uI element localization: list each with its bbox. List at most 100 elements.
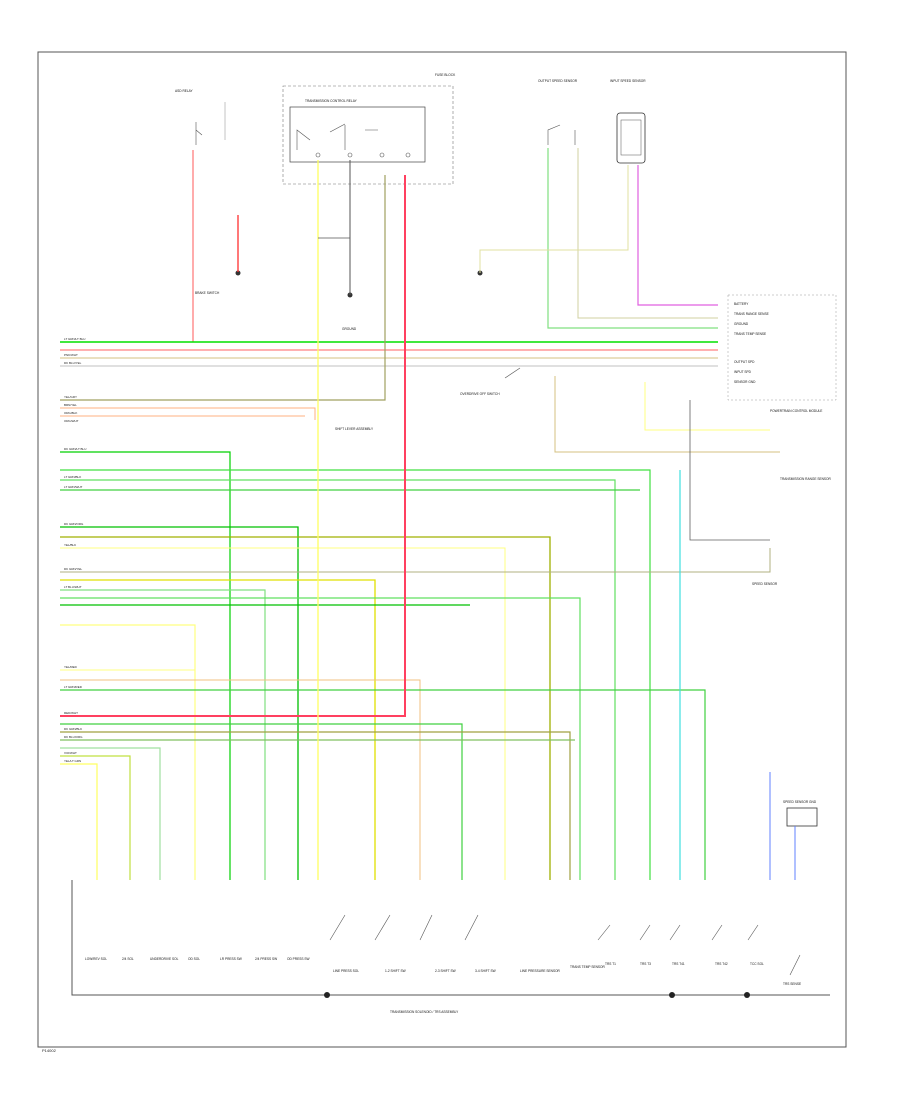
- right-panel-label: INPUT SPD: [734, 370, 752, 374]
- right-panel-labels: BATTERY TRANS RANGE SENSE GROUND TRANS T…: [734, 302, 769, 384]
- wire-label: YEL/RED: [64, 665, 78, 669]
- component-label: SPEED SENSOR GND: [783, 800, 817, 804]
- wire-dk-grn: [60, 451, 231, 880]
- overdrive-switch-label: OVERDRIVE OFF SWITCH: [460, 392, 500, 396]
- wire-lt-grn: [60, 469, 651, 880]
- wire-lt-grn: [60, 597, 581, 880]
- wire-lt-grn: [547, 148, 718, 329]
- fuse-block-outline: [282, 85, 454, 185]
- component-label: TRS T3: [640, 962, 651, 966]
- splice-icon: [324, 992, 330, 998]
- relay-terminal-icon: [405, 152, 411, 158]
- wire-yellow: [60, 763, 98, 880]
- pcm-label: POWERTRAIN CONTROL MODULE: [770, 409, 822, 413]
- right-panel-label: SENSOR GND: [734, 380, 756, 384]
- fuse-block-label: FUSE BLOCK: [435, 73, 456, 77]
- wire-label: LT GRN/WHT: [64, 485, 83, 489]
- wire-olive: [60, 175, 386, 401]
- component-label: LR PRESS SW: [220, 957, 242, 961]
- component-label: OD PRESS SW: [287, 957, 310, 961]
- speed-sensor-body-icon: [616, 112, 646, 164]
- wire-label: LT GRN/LT BLU: [64, 337, 85, 341]
- component-label: 2-3 SHIFT SW: [435, 969, 456, 973]
- wire-label: LT GRN/BLK: [64, 475, 81, 479]
- wire-violet: [637, 165, 718, 306]
- component-label: OD SOL: [188, 957, 200, 961]
- wire-yellow: [60, 579, 376, 880]
- component-label: 1-2 SHIFT SW: [385, 969, 406, 973]
- wire-tan: [60, 548, 771, 573]
- wire-label: DK GRN/LT BLU: [64, 447, 86, 451]
- wire-yellow: [60, 624, 196, 880]
- wire-tan: [577, 148, 718, 319]
- component-label: TRS T41: [672, 962, 685, 966]
- component-label: UNDERDRIVE SOL: [150, 957, 179, 961]
- speed-sensor-right-label: SPEED SENSOR: [752, 582, 778, 586]
- relay-terminal-icon: [347, 152, 353, 158]
- wire-label: RED/WHT: [64, 711, 78, 715]
- splice-icon: [669, 992, 675, 998]
- speed-sensor-connector-icon: [786, 807, 818, 827]
- pcm-connector-panel: [727, 294, 837, 401]
- asd-relay-label: ASD RELAY: [175, 89, 194, 93]
- wire-label: VIO/WHT: [64, 751, 77, 755]
- right-panel-label: TRANS TEMP SENSE: [734, 332, 766, 336]
- component-label: 3-4 SHIFT SW: [475, 969, 496, 973]
- wire-dk-grn: [60, 723, 463, 880]
- component-label: TRS T42: [715, 962, 728, 966]
- component-label: TRANS TEMP SENSOR: [570, 965, 605, 969]
- wire-tan: [60, 679, 421, 880]
- wire-label: BRN/YEL: [64, 403, 77, 407]
- wire-lt-grn: [60, 479, 616, 880]
- wire-label: DK BLU/ORG: [64, 735, 83, 739]
- ground-bus: [71, 880, 830, 996]
- wire-yellow: [644, 382, 770, 431]
- wire-label: DK GRN/BLK: [64, 727, 82, 731]
- wire-dk-grn: [60, 689, 706, 880]
- wire-yel-grn: [60, 755, 131, 880]
- wire-label: YEL/LT GRN: [64, 759, 81, 763]
- bottom-component-labels: LOW/REV SOL 2/4 SOL UNDERDRIVE SOL OD SO…: [85, 800, 817, 986]
- wire-label: ORG/WHT: [64, 419, 79, 423]
- wire-label: DK BLU/YEL: [64, 361, 82, 365]
- wire-tan: [554, 376, 780, 453]
- right-panel-label: OUTPUT SPD: [734, 360, 755, 364]
- wire-tan: [479, 165, 629, 273]
- shift-lever-label: SHIFT LEVER ASSEMBLY: [335, 427, 374, 431]
- wire-olive: [60, 731, 571, 880]
- trans-control-relay-label: TRANSMISSION CONTROL RELAY: [305, 99, 358, 103]
- diagram-code: P14002: [42, 1048, 57, 1053]
- wire-lt-grn: [60, 747, 161, 880]
- component-label: TRS SENSE: [783, 982, 801, 986]
- switch-icon: [547, 124, 576, 145]
- wire-red: [60, 175, 406, 717]
- relay-terminal-icon: [315, 152, 321, 158]
- solenoid-pack-label: TRANSMISSION SOLENOID / TRS ASSEMBLY: [390, 1010, 459, 1014]
- center-ground-label: GROUND: [342, 327, 357, 331]
- relay-contacts: [296, 123, 378, 150]
- right-panel-label: BATTERY: [734, 302, 749, 306]
- input-speed-sensor-label: INPUT SPEED SENSOR: [610, 79, 646, 83]
- speed-sensor-inner-icon: [620, 119, 642, 156]
- wire-yellow: [60, 547, 506, 880]
- right-panel-label: TRANS RANGE SENSE: [734, 312, 769, 316]
- output-speed-sensor-label: OUTPUT SPEED SENSOR: [538, 79, 578, 83]
- right-panel-label: GROUND: [734, 322, 749, 326]
- wire-label: DK GRN/ORG: [64, 522, 84, 526]
- wire-lt-grn: [60, 589, 266, 880]
- wire-label-group: LT GRN/LT BLU PNK/WHT DK BLU/YEL YEL/GRY…: [64, 337, 86, 763]
- switch-symbols: [329, 914, 801, 976]
- wire-label: PNK/WHT: [64, 353, 78, 357]
- wire-dk-grn: [60, 526, 299, 880]
- brake-switch-label: BRAKE SWITCH: [195, 291, 220, 295]
- component-label: 2/4 PRESS SW: [255, 957, 277, 961]
- trans-range-sensor-label: TRANSMISSION RANGE SENSOR: [780, 477, 832, 481]
- trans-control-relay-box: [289, 106, 426, 163]
- wire-label: LT GRN/RED: [64, 685, 83, 689]
- switch-icon: [504, 367, 521, 379]
- component-label: TRS T1: [605, 962, 616, 966]
- component-label: 2/4 SOL: [122, 957, 134, 961]
- component-label: LINE PRESSURE SENSOR: [520, 969, 561, 973]
- splice-icon: [744, 992, 750, 998]
